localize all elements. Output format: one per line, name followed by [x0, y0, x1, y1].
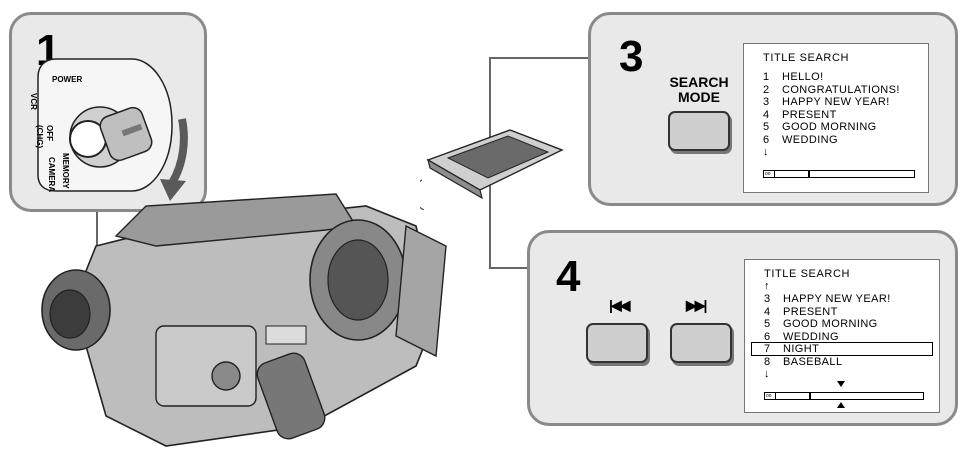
connector-line	[489, 57, 589, 59]
connector-line	[489, 267, 529, 269]
skip-previous-button[interactable]	[586, 323, 648, 363]
title-list-item: 4 PRESENT	[763, 109, 837, 122]
target-marker-down	[837, 381, 845, 387]
title-text: PRESENT	[782, 108, 837, 121]
step-number: 4	[556, 252, 581, 301]
position-marker	[808, 171, 810, 177]
dial-label-off: OFF	[45, 125, 54, 141]
skip-next-icon: ▶▶|	[686, 297, 708, 313]
step3-panel: 3 SEARCH MODE TITLE SEARCH 1 HELLO! 2 CONGR…	[588, 12, 958, 206]
step4-panel: 4 |◀◀ ▶▶| TITLE SEARCH ↑ 3 HAPPY NEW YEAR…	[527, 230, 958, 426]
title-text: HAPPY NEW YEAR!	[783, 293, 891, 305]
title-number: 6	[763, 133, 770, 146]
title-number: 5	[764, 318, 771, 330]
position-marker	[809, 393, 811, 399]
skip-next-button[interactable]	[670, 323, 732, 363]
tape-position-bar: oo	[764, 392, 924, 400]
target-marker-up	[837, 402, 845, 408]
screen-title: TITLE SEARCH	[764, 268, 851, 280]
dial-label-power: POWER	[52, 75, 83, 84]
title-number: 3	[763, 96, 770, 108]
title-list-item: 8 BASEBALL	[764, 356, 842, 369]
title-number: 6	[764, 330, 771, 343]
selection-highlight	[751, 342, 933, 356]
title-list-item: 6 WEDDING	[763, 134, 838, 147]
remote-control-illustration	[420, 129, 564, 210]
dial-label-vcr: VCR	[29, 93, 38, 110]
title-text: CONGRATULATIONS!	[782, 83, 900, 96]
title-text: GOOD MORNING	[782, 121, 877, 133]
scroll-down-arrow: ↓	[763, 146, 769, 158]
title-text: HAPPY NEW YEAR!	[782, 96, 890, 108]
title-text: WEDDING	[783, 330, 839, 343]
title-number: 8	[764, 355, 771, 368]
title-text: WEDDING	[782, 133, 838, 146]
title-number: 4	[763, 108, 770, 121]
title-number: 4	[764, 305, 771, 318]
title-number: 2	[763, 83, 770, 96]
title-list-item: 6 WEDDING	[764, 331, 839, 344]
power-switch-illustration	[37, 58, 188, 201]
title-text: BASEBALL	[783, 355, 843, 368]
tape-icon: oo	[765, 171, 775, 177]
tape-icon: oo	[766, 393, 776, 399]
search-mode-button[interactable]	[668, 111, 730, 151]
title-list-item: 5 GOOD MORNING	[763, 121, 877, 134]
title-text: HELLO!	[782, 71, 824, 83]
title-number: 3	[764, 293, 771, 305]
screen-title: TITLE SEARCH	[763, 52, 850, 64]
title-list-item: 2 CONGRATULATIONS!	[763, 84, 900, 97]
step1-panel: 1 POWER VCR OFF (CHG) CAMERA MEMORY	[9, 12, 207, 212]
scroll-up-arrow: ↑	[764, 280, 770, 292]
title-number: 7	[764, 343, 771, 355]
title-search-screen: TITLE SEARCH 1 HELLO! 2 CONGRATULATIONS! 3 HA…	[743, 43, 929, 193]
title-list-item: 3 HAPPY NEW YEAR!	[764, 293, 891, 306]
title-list-item: 7 NIGHT	[764, 343, 819, 356]
title-text: NIGHT	[783, 343, 820, 355]
scroll-down-arrow: ↓	[764, 368, 770, 380]
title-list-item: 4 PRESENT	[764, 306, 838, 319]
dial-label-chg: (CHG)	[35, 125, 44, 149]
skip-previous-icon: |◀◀	[609, 297, 631, 313]
step-number: 3	[619, 32, 644, 81]
title-text: PRESENT	[783, 305, 838, 318]
camcorder-illustration	[41, 193, 447, 447]
title-list-item: 5 GOOD MORNING	[764, 318, 878, 331]
title-list-item: 3 HAPPY NEW YEAR!	[763, 96, 890, 109]
title-list-item: 1 HELLO!	[763, 71, 824, 84]
tape-position-bar: oo	[763, 170, 915, 178]
title-number: 1	[763, 71, 770, 83]
dial-label-memory: MEMORY	[61, 153, 70, 189]
search-mode-label: SEARCH MODE	[669, 74, 729, 105]
title-number: 5	[763, 121, 770, 133]
title-text: GOOD MORNING	[783, 318, 878, 330]
